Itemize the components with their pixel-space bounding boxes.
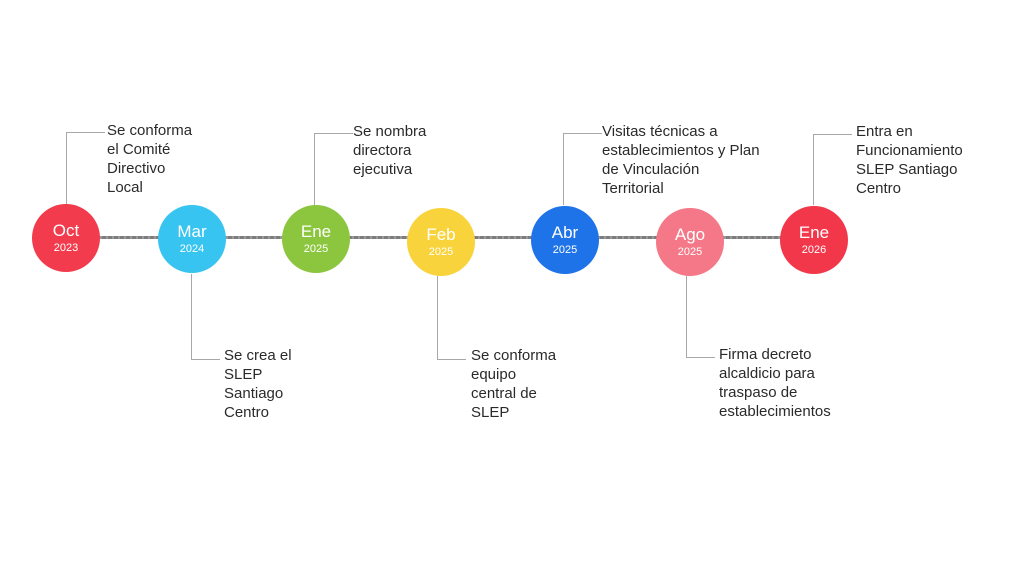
milestone-year: 2025 [303, 242, 329, 255]
milestone-month: Abr [551, 222, 579, 242]
milestone-year: 2025 [552, 243, 578, 256]
milestone-connector [437, 276, 466, 360]
milestone-connector [813, 134, 852, 205]
milestone-month: Ene [300, 221, 332, 241]
milestone-year: 2025 [428, 245, 454, 258]
milestone-marker: Ene 2025 [282, 205, 350, 273]
event-text: Se conforma el Comité Directivo Local [107, 122, 193, 196]
milestone-month: Feb [426, 224, 456, 244]
milestone-year: 2024 [179, 242, 205, 255]
milestone-year: 2025 [677, 245, 703, 258]
milestone-month: Mar [177, 221, 207, 241]
event-text: Se conforma equipo central de SLEP [471, 347, 557, 421]
milestone-connector [314, 133, 353, 205]
milestone-marker: Ago 2025 [656, 208, 724, 276]
milestone-marker: Ene 2026 [780, 206, 848, 274]
milestone-month: Ene [798, 222, 830, 242]
milestone-marker: Feb 2025 [407, 208, 475, 276]
event-text: Entra en Funcionamiento SLEP Santiago Ce… [856, 123, 963, 197]
milestone-year: 2026 [801, 243, 827, 256]
event-text: Firma decreto alcaldicio para traspaso d… [719, 346, 831, 420]
milestone-year: 2023 [53, 241, 79, 254]
milestone-marker: Abr 2025 [531, 206, 599, 274]
milestone-month: Ago [674, 224, 706, 244]
milestone-marker: Mar 2024 [158, 205, 226, 273]
event-text: Se nombra directora ejecutiva [353, 123, 427, 178]
milestone-connector [191, 274, 220, 360]
milestone-connector [563, 133, 602, 205]
milestone-month: Oct [52, 220, 80, 240]
milestone-marker: Oct 2023 [32, 204, 100, 272]
event-text: Se crea el SLEP Santiago Centro [224, 347, 292, 421]
milestone-connector [66, 132, 105, 205]
milestone-connector [686, 276, 715, 358]
event-text: Visitas técnicas a establecimientos y Pl… [602, 123, 760, 197]
